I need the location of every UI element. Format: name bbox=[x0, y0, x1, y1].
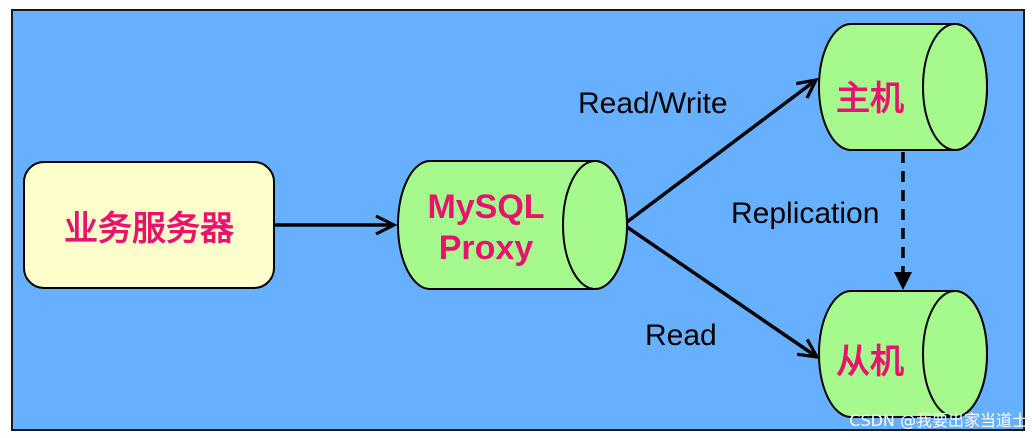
business-server-node: 业务服务器 bbox=[23, 161, 275, 289]
replication-arrowhead bbox=[894, 272, 912, 290]
read-label: Read bbox=[645, 319, 717, 352]
watermark-text: CSDN @我要出家当道士 bbox=[849, 411, 1028, 430]
read-write-label: Read/Write bbox=[578, 87, 728, 120]
proxy-label-line1: MySQL bbox=[427, 188, 544, 226]
master-node: 主机 bbox=[818, 23, 988, 151]
mysql-proxy-node: MySQL Proxy bbox=[397, 160, 628, 290]
proxy-label-line2: Proxy bbox=[439, 229, 534, 267]
slave-label: 从机 bbox=[836, 343, 904, 381]
business-server-label: 业务服务器 bbox=[64, 210, 235, 248]
replication-label: Replication bbox=[731, 197, 879, 230]
slave-node: 从机 bbox=[818, 290, 988, 418]
master-label: 主机 bbox=[836, 80, 904, 118]
proxy-to-slave-arrow bbox=[626, 225, 817, 357]
proxy-to-master-arrow bbox=[625, 80, 816, 224]
